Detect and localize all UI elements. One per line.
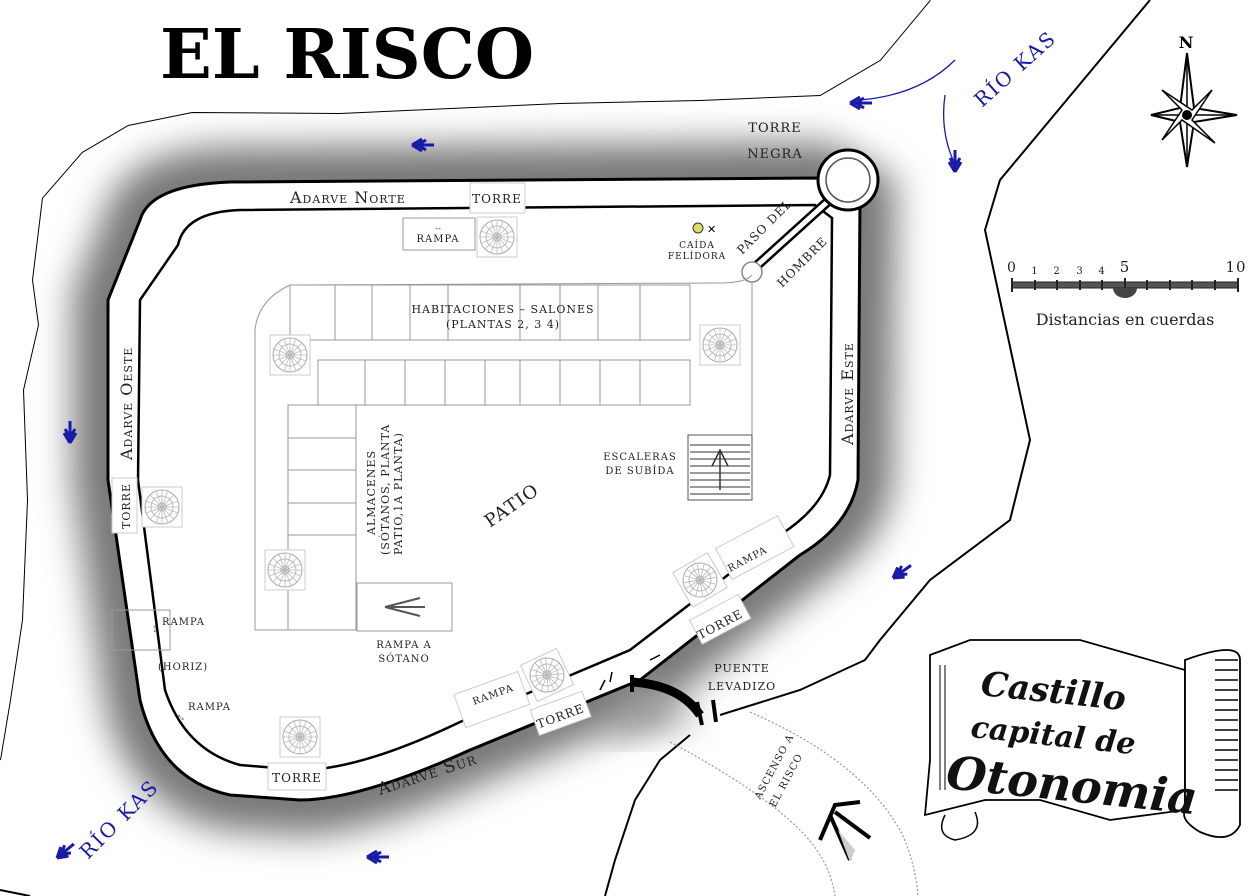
scale-bar: 0 1 2 3 4 5 10 Distancias en cuerdas bbox=[1007, 258, 1246, 329]
river-flow-arrows bbox=[51, 59, 963, 865]
almacenes-label: (SÓTANOS, PLANTA bbox=[378, 424, 392, 555]
inner-buildings bbox=[111, 217, 753, 651]
puente-label: LEVADIZO bbox=[708, 680, 776, 693]
almacenes-label: ALMACENES bbox=[365, 450, 378, 536]
arrow-down-left-icon bbox=[51, 837, 80, 865]
scale-tick: 3 bbox=[1076, 266, 1083, 277]
ramp-to-basement bbox=[356, 582, 453, 632]
horiz-label: (HORIZ) bbox=[158, 662, 208, 673]
tower-label: TORRE bbox=[472, 192, 522, 206]
ascent-arrow-icon bbox=[818, 800, 872, 862]
caida-label: FELÍDORA bbox=[668, 250, 726, 262]
drawbridge-icon bbox=[630, 675, 718, 726]
towers bbox=[111, 182, 795, 791]
puente-label: PUENTE bbox=[714, 662, 770, 675]
rampa-label: RAMPA bbox=[188, 702, 231, 713]
arrow-down-left-icon bbox=[888, 558, 916, 585]
left-arrow-icon bbox=[384, 597, 425, 617]
almacenes-label: PATIO,1A PLANTA) bbox=[392, 432, 405, 555]
torre-negra-label: NEGRA bbox=[747, 147, 802, 162]
habitaciones-label: HABITACIONES – SALONES bbox=[411, 303, 594, 316]
wall-label-west: Adarve Oeste bbox=[117, 347, 136, 461]
rampa-label: RAMPA bbox=[416, 234, 459, 245]
stairs-icon bbox=[687, 434, 753, 501]
double-arrow-icon: ↕ bbox=[152, 621, 158, 635]
rampa-sotano-label: SÓTANO bbox=[378, 653, 429, 665]
double-arrow-icon: ↔ bbox=[434, 222, 443, 232]
tower-label: TORRE bbox=[272, 771, 322, 785]
map-title: EL RISCO bbox=[160, 15, 534, 95]
rampa-label: RAMPA bbox=[162, 617, 205, 628]
castle-walls bbox=[106, 176, 862, 802]
tower-label: TORRE bbox=[120, 483, 133, 529]
scale-tick: 5 bbox=[1120, 258, 1131, 276]
arrow-left-icon bbox=[365, 849, 391, 865]
wall-label-east: Adarve Este bbox=[838, 342, 857, 446]
scale-tick: 10 bbox=[1225, 258, 1246, 276]
compass-rose-icon bbox=[1150, 52, 1238, 168]
river-label: RÍO KAS bbox=[75, 774, 164, 863]
rampa-sotano-label: RAMPA A bbox=[376, 640, 431, 651]
scale-tick: 0 bbox=[1007, 260, 1017, 276]
north-label: N bbox=[1179, 33, 1194, 52]
svg-text:✕: ✕ bbox=[707, 223, 716, 236]
scale-tick: 1 bbox=[1031, 266, 1038, 277]
escaleras-label: ESCALERAS bbox=[603, 452, 677, 463]
torre-negra-label: TORRE bbox=[748, 121, 801, 136]
scale-caption: Distancias en cuerdas bbox=[1036, 310, 1215, 329]
river-label: RÍO KAS bbox=[969, 26, 1061, 112]
scale-tick: 2 bbox=[1053, 266, 1060, 277]
skull-icon: ✕ bbox=[692, 222, 716, 236]
scale-tick: 4 bbox=[1098, 266, 1105, 277]
outer-land bbox=[0, 0, 930, 760]
caida-label: CAÍDA bbox=[679, 239, 715, 251]
escaleras-label: DE SUBÍDA bbox=[605, 465, 674, 477]
torre-negra bbox=[741, 148, 880, 283]
title-banner bbox=[923, 639, 1241, 841]
ascent-path bbox=[669, 711, 919, 896]
wall-label-north: Adarve Norte bbox=[289, 188, 406, 207]
habitaciones-label: (PLANTAS 2, 3 4) bbox=[446, 318, 560, 331]
